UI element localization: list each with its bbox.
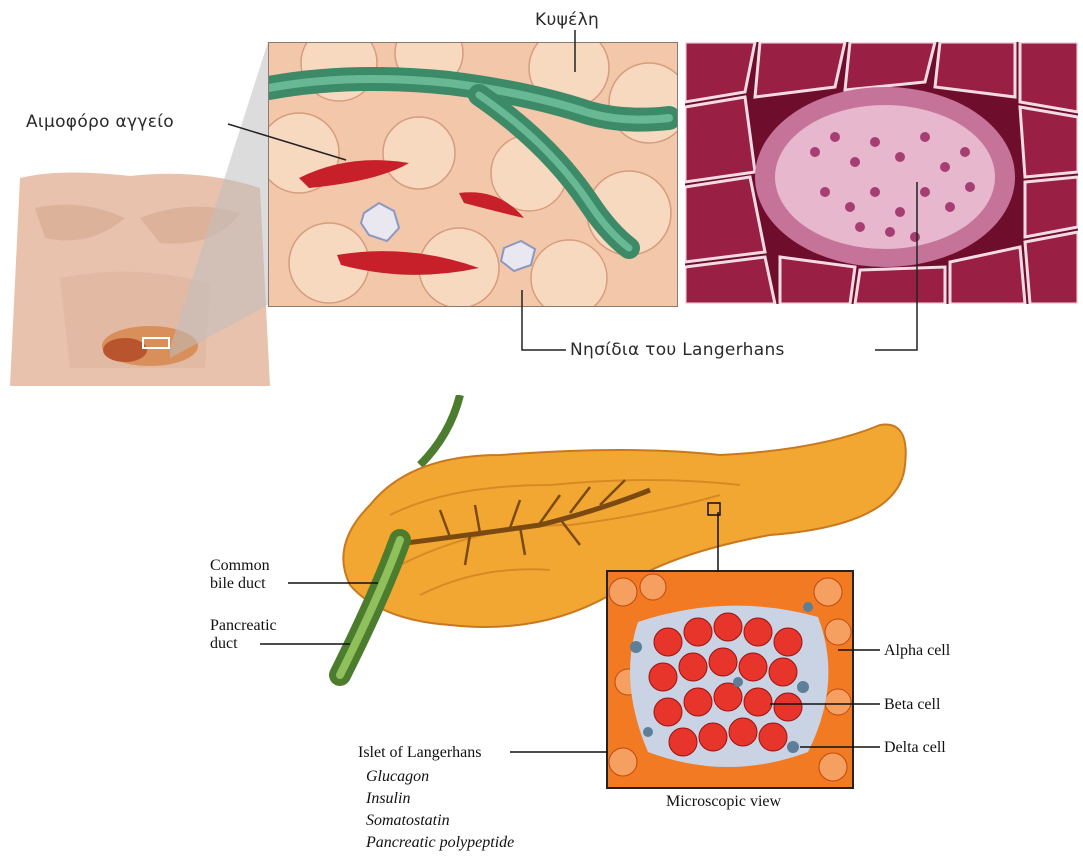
label-alpha-cell: Alpha cell <box>884 641 950 660</box>
label-pancreatic-duct-line2: duct <box>210 634 238 653</box>
label-beta-cell: Beta cell <box>884 695 940 714</box>
hormone-insulin: Insulin <box>366 789 410 808</box>
hormone-somatostatin: Somatostatin <box>366 811 450 830</box>
label-pancreatic-duct-line1: Pancreatic <box>210 616 277 635</box>
label-common-bile-duct-line2: bile duct <box>210 574 266 593</box>
label-common-bile-duct-line1: Common <box>210 556 270 575</box>
hormone-glucagon: Glucagon <box>366 767 429 786</box>
hormone-pancreatic-polypeptide: Pancreatic polypeptide <box>366 833 514 852</box>
label-microscopic-view: Microscopic view <box>666 792 781 811</box>
label-delta-cell: Delta cell <box>884 738 946 757</box>
label-islet-of-langerhans: Islet of Langerhans <box>358 743 482 762</box>
